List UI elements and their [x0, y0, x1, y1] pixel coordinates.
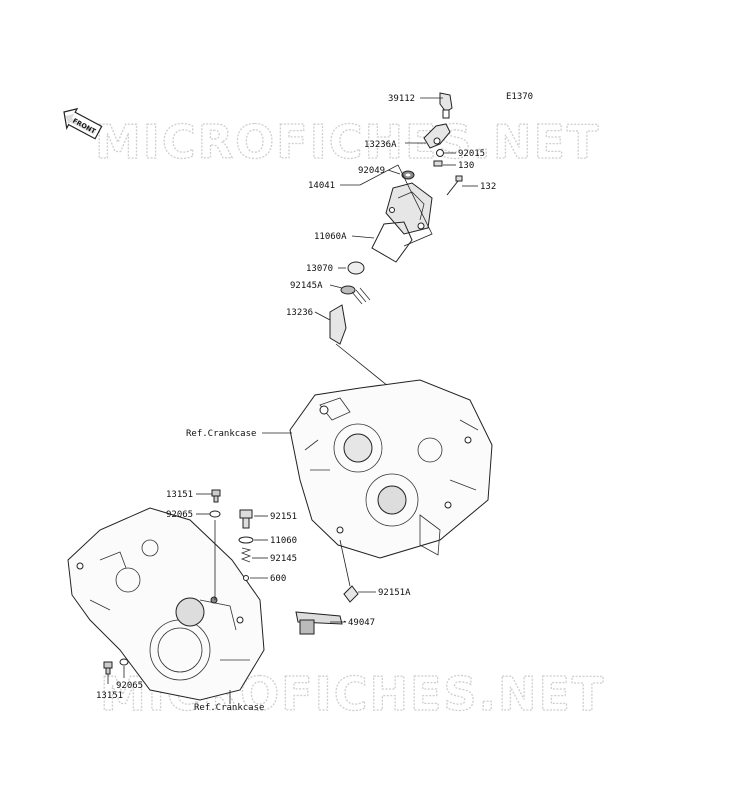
- part-600: [243, 575, 268, 581]
- part-11060A: [351, 221, 413, 263]
- label-ref-crankcase-2: Ref.Crankcase: [194, 703, 264, 713]
- part-13236A: [405, 123, 451, 149]
- part-92015: [436, 149, 456, 157]
- part-39112: [420, 92, 453, 119]
- part-14041: [340, 164, 433, 247]
- part-92151: [239, 509, 268, 529]
- diagram-code: E1370: [506, 92, 533, 102]
- crankcase-left: [67, 507, 265, 704]
- watermark-top: MICROFICHES.NET: [95, 115, 600, 169]
- label-92151A: 92151A: [378, 588, 411, 598]
- label-92065-bottom: 92065: [116, 681, 143, 691]
- label-92049: 92049: [358, 166, 385, 176]
- label-130: 130: [458, 161, 474, 171]
- part-13151-bottom: [103, 661, 113, 684]
- part-13070: [338, 261, 365, 275]
- part-92065-bottom: [119, 658, 129, 678]
- part-132: [446, 175, 478, 196]
- part-130: [433, 160, 456, 167]
- label-13070: 13070: [306, 264, 333, 274]
- label-92145A: 92145A: [290, 281, 323, 291]
- label-92015: 92015: [458, 149, 485, 159]
- part-49047: [295, 611, 347, 635]
- front-arrow-icon: FRONT: [63, 107, 103, 140]
- label-13236: 13236: [286, 308, 313, 318]
- part-92145A: [329, 284, 371, 305]
- label-92145: 92145: [270, 554, 297, 564]
- label-13236A: 13236A: [364, 140, 397, 150]
- label-11060A: 11060A: [314, 232, 347, 242]
- label-39112: 39112: [388, 94, 415, 104]
- part-92049: [387, 169, 415, 180]
- label-92151: 92151: [270, 512, 297, 522]
- label-132: 132: [480, 182, 496, 192]
- crankcase-right: [262, 379, 493, 559]
- part-11060: [238, 536, 268, 544]
- part-13151-top: [196, 489, 221, 503]
- label-13151-bottom: 13151: [96, 691, 123, 701]
- label-13151-top: 13151: [166, 490, 193, 500]
- label-92065-top: 92065: [166, 510, 193, 520]
- label-14041: 14041: [308, 181, 335, 191]
- label-600: 600: [270, 574, 286, 584]
- part-92145: [240, 547, 268, 563]
- label-11060: 11060: [270, 536, 297, 546]
- part-92065-top: [196, 510, 221, 600]
- label-ref-crankcase-1: Ref.Crankcase: [186, 429, 256, 439]
- label-49047: 49047: [348, 618, 375, 628]
- part-92151A: [339, 539, 376, 603]
